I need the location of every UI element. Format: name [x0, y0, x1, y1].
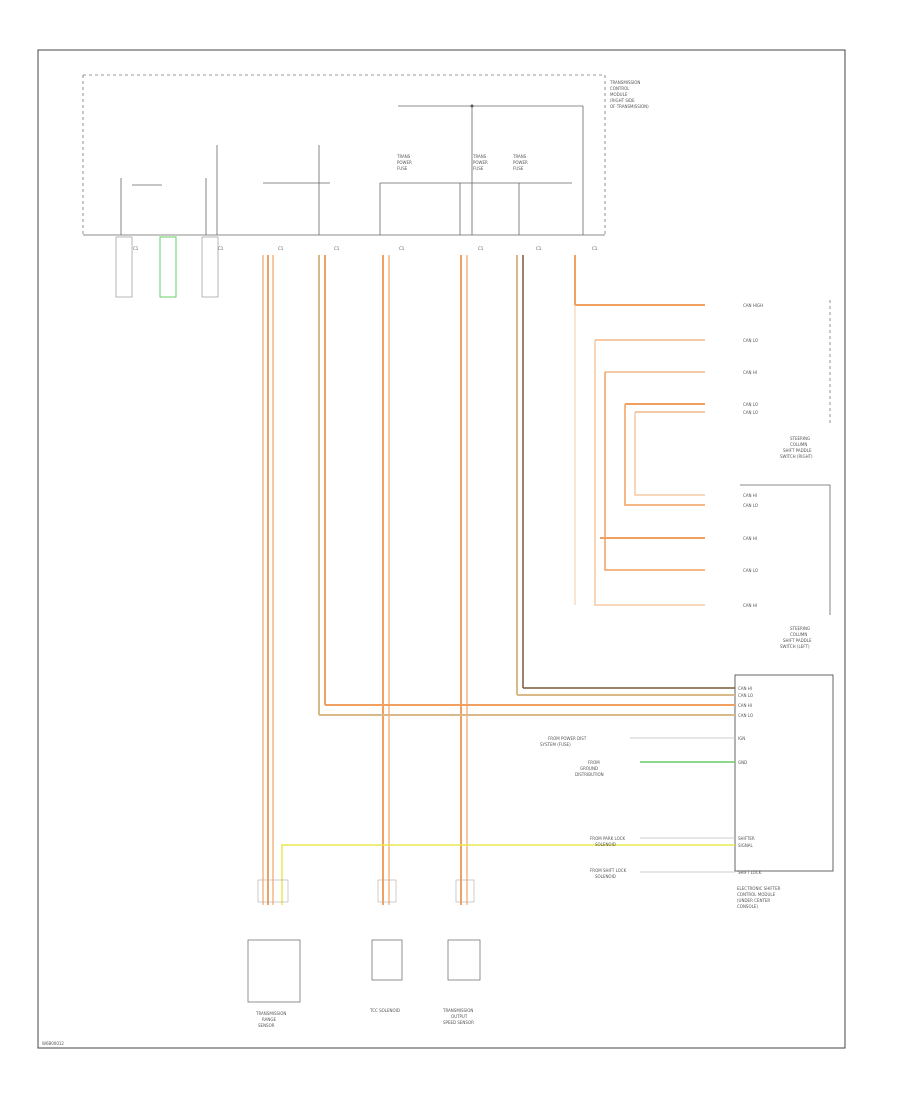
switch-top-label-3: SHIFT PADDLE [783, 448, 812, 453]
fuse-label-3a: TRANS [512, 154, 527, 159]
bottom-middle-component: TCC SOLENOID [369, 879, 403, 1013]
switch-top-label-2: COLUMN [790, 442, 807, 447]
module-label-2: CONTROL MODULE [737, 892, 776, 897]
module-label-1: ELECTRONIC SHIFTER [737, 886, 781, 891]
fuse-label-1b: POWER [397, 160, 412, 165]
module-pin-8: SIGNAL [738, 843, 754, 848]
switch-bottom-label-3: SHIFT PADDLE [783, 638, 812, 643]
transmission-control-module: TRANSMISSION CONTROL MODULE (RIGHT SIDE … [82, 74, 649, 236]
side-label-c2: SOLENOID [595, 842, 616, 847]
side-label-a1: FROM POWER DIST [548, 736, 587, 741]
switch-bottom-block: CAN HI CAN LO CAN HI CAN LO CAN HI STEER… [740, 484, 831, 649]
side-labels: FROM POWER DIST SYSTEM (FUSE) FROM GROUN… [540, 736, 627, 879]
switch-bottom-conn-5: CAN HI [743, 603, 757, 608]
electronic-shifter-module: CAN HI CAN LO CAN HI CAN LO IGN GND SHIF… [281, 674, 834, 909]
internal-bus [120, 104, 584, 235]
switch-bottom-conn-3: CAN HI [743, 536, 757, 541]
conn-label-4: C1 [334, 246, 340, 251]
diagram-frame [37, 49, 846, 1049]
switch-top-conn-5: CAN LO [743, 410, 758, 415]
vertical-wires [262, 255, 576, 905]
switch-top-label-4: SWITCH (RIGHT) [780, 454, 813, 459]
conn-label-6: C1 [478, 246, 484, 251]
switch-wires [574, 304, 705, 606]
tcm-label-2: CONTROL [610, 86, 630, 91]
module-pin-3: CAN HI [738, 703, 752, 708]
fuse-labels: TRANS POWER FUSE TRANS POWER FUSE TRANS … [396, 154, 528, 171]
bottom-right-component: TRANSMISSION OUTPUT SPEED SENSOR [442, 879, 481, 1025]
switch-bottom-label-1: STEERING [790, 626, 810, 631]
tcm-label-4: (RIGHT SIDE [610, 98, 635, 103]
conn-label-8: C1 [592, 246, 598, 251]
fuse-label-3b: POWER [513, 160, 528, 165]
tcm-label-5: OF TRANSMISSION) [610, 104, 649, 109]
side-label-c1: FROM PARK LOCK [590, 836, 626, 841]
bottom-right-label-3: SPEED SENSOR [443, 1020, 474, 1025]
module-pin-9: SHIFT LOCK [738, 870, 762, 875]
switch-bottom-conn-1: CAN HI [743, 493, 757, 498]
fuse-label-2a: TRANS [472, 154, 487, 159]
module-label-4: CONSOLE) [737, 904, 758, 909]
module-label-3: (UNDER CENTER [737, 898, 770, 903]
side-label-d2: SOLENOID [595, 874, 616, 879]
bottom-left-label-1: TRANSMISSION [255, 1011, 286, 1016]
page-code: W6B00012 [42, 1041, 64, 1046]
conn-label-1: C1 [133, 246, 139, 251]
bottom-right-label-2: OUTPUT [451, 1014, 468, 1019]
side-label-b1: FROM [588, 760, 600, 765]
bottom-left-component: TRANSMISSION RANGE SENSOR [247, 879, 301, 1028]
switch-top-conn-2: CAN LO [743, 338, 758, 343]
side-label-a2: SYSTEM (FUSE) [540, 742, 571, 747]
module-pin-4: CAN LO [738, 713, 753, 718]
fuse-label-2b: POWER [473, 160, 488, 165]
bottom-left-label-2: RANGE [262, 1017, 276, 1022]
switch-bottom-conn-2: CAN LO [743, 503, 758, 508]
side-label-d1: FROM SHIFT LOCK [590, 868, 627, 873]
module-pin-6: GND [738, 760, 747, 765]
side-label-b3: DISTRIBUTION [575, 772, 604, 777]
tcm-label-3: MODULE [610, 92, 628, 97]
fuse-label-1c: FUSE [397, 166, 408, 171]
module-pin-5: IGN [738, 736, 745, 741]
module-pin-1: CAN HI [738, 686, 752, 691]
conn-label-5: C1 [399, 246, 405, 251]
bottom-middle-label-1: TCC SOLENOID [369, 1008, 400, 1013]
conn-label-7: C1 [536, 246, 542, 251]
tcm-label-1: TRANSMISSION [609, 80, 640, 85]
fuse-label-1a: TRANS [396, 154, 411, 159]
switch-top-conn-4: CAN LO [743, 402, 758, 407]
switch-top-block: CAN HIGH CAN LO CAN HI CAN LO CAN LO STE… [743, 300, 831, 459]
switch-top-label-1: STEERING [790, 436, 810, 441]
module-pin-2: CAN LO [738, 693, 753, 698]
module-pin-7: SHIFTER [738, 836, 755, 841]
side-label-b2: GROUND [580, 766, 598, 771]
fuse-label-2c: FUSE [473, 166, 484, 171]
fuse-label-3c: FUSE [513, 166, 524, 171]
switch-bottom-label-4: SWITCH (LEFT) [780, 644, 810, 649]
conn-label-2: C1 [218, 246, 224, 251]
switch-bottom-label-2: COLUMN [790, 632, 807, 637]
bottom-right-label-1: TRANSMISSION [442, 1008, 473, 1013]
switch-top-conn-3: CAN HI [743, 370, 757, 375]
switch-bottom-conn-4: CAN LO [743, 568, 758, 573]
top-connectors: C1 C1 C1 C1 C1 C1 C1 C1 [115, 236, 598, 298]
conn-label-3: C1 [278, 246, 284, 251]
switch-top-conn-1: CAN HIGH [743, 303, 763, 308]
bottom-left-label-3: SENSOR [258, 1023, 275, 1028]
